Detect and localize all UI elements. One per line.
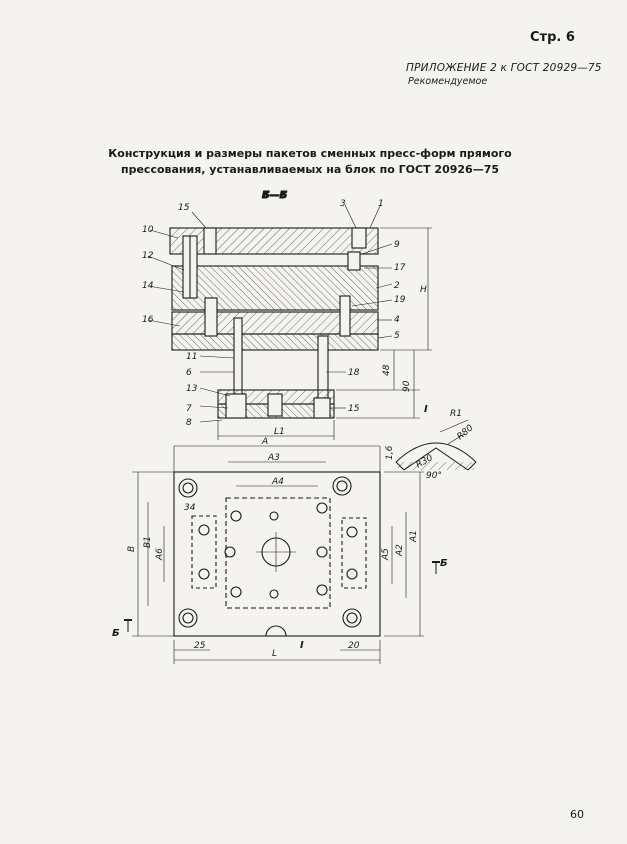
part-11: 11 [186, 352, 197, 362]
dim-A2: A2 [395, 544, 405, 557]
part-9: 9 [394, 240, 400, 250]
part-3: 3 [340, 199, 346, 209]
recommended-note: Рекомендуемое [408, 76, 488, 87]
detail-depth: 1,6 [385, 445, 395, 460]
dim-B: B [127, 546, 137, 552]
dim-A3: A3 [267, 453, 280, 463]
part-13: 13 [186, 384, 198, 394]
detail-view [395, 419, 477, 471]
dim-A6: A6 [155, 548, 165, 561]
part-7: 7 [186, 404, 192, 414]
sheet-number: 60 [570, 808, 584, 821]
dim-L: L [272, 649, 277, 659]
part-1: 1 [378, 199, 384, 209]
dim-15: 15 [348, 404, 360, 414]
dim-A4: A4 [271, 477, 284, 487]
dim-B1: B1 [143, 536, 153, 548]
part-10: 10 [142, 225, 154, 235]
dim-H: H [420, 285, 427, 295]
part-18: 18 [348, 368, 360, 378]
plan-view [124, 445, 440, 664]
dim-20: 20 [348, 641, 360, 651]
part-15: 15 [178, 203, 190, 213]
part-14: 14 [142, 281, 154, 291]
part-4: 4 [394, 315, 400, 325]
detail-mark: I [300, 640, 304, 651]
dim-90: 90 [402, 380, 412, 392]
detail-r1: R1 [450, 409, 462, 419]
part-2: 2 [394, 281, 400, 291]
dim-A5: A5 [381, 548, 391, 561]
section-mark-right: Б [440, 558, 448, 569]
dim-L1: L1 [274, 427, 285, 437]
dim-25: 25 [194, 641, 206, 651]
part-5: 5 [394, 331, 400, 341]
dim-34: 34 [184, 503, 196, 513]
dim-48: 48 [382, 364, 392, 376]
part-12: 12 [142, 251, 154, 261]
detail-label: I [424, 404, 428, 415]
part-17: 17 [394, 263, 406, 273]
title-line-2: прессования, устанавливаемых на блок по … [120, 163, 499, 176]
part-19: 19 [394, 295, 406, 305]
part-16: 16 [142, 315, 154, 325]
part-8: 8 [186, 418, 192, 428]
title-line-1: Конструкция и размеры пакетов сменных пр… [108, 147, 512, 160]
page-number: Стр. 6 [530, 30, 575, 45]
section-view: Б—Б [147, 189, 432, 440]
document-title: Конструкция и размеры пакетов сменных пр… [100, 146, 520, 178]
section-mark-left: Б [112, 628, 120, 639]
detail-r80: R80 [456, 423, 476, 442]
appendix-heading: ПРИЛОЖЕНИЕ 2 к ГОСТ 20929—75 [406, 62, 602, 74]
section-label: Б—Б [262, 190, 288, 201]
dim-A: A [261, 437, 268, 447]
detail-angle: 90° [426, 471, 442, 481]
part-6: 6 [186, 368, 192, 378]
dim-A1: A1 [409, 530, 419, 543]
